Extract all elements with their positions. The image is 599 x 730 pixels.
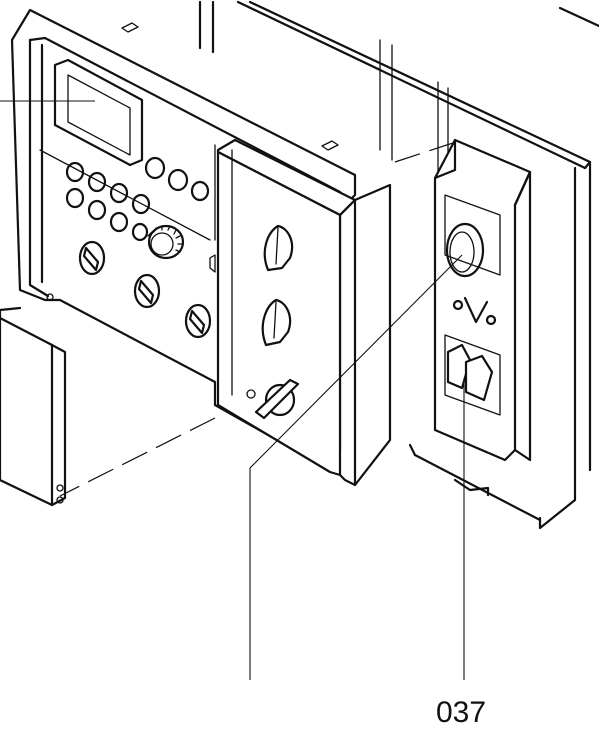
button-4 [131, 193, 151, 215]
rotary-knob-center [133, 273, 161, 309]
rotary-knob-left [78, 240, 106, 276]
pointer-knob-middle [261, 298, 292, 347]
button-2 [87, 171, 107, 193]
ribbed-knob [147, 224, 185, 260]
rotary-knob-right [184, 303, 212, 339]
housing [198, 0, 599, 530]
button-3 [109, 182, 129, 204]
leader-lines [0, 100, 465, 680]
assembly-guides [59, 141, 457, 497]
voltage-symbol-icon [452, 296, 497, 326]
button-8 [65, 187, 85, 209]
part-number-label: 037 [436, 696, 486, 729]
button-6 [167, 168, 189, 192]
button-7 [190, 180, 210, 202]
knob-subpanel [216, 138, 392, 487]
button-5 [144, 156, 166, 180]
side-cover-panel [0, 306, 67, 507]
button-9 [87, 199, 107, 221]
bar-knob-lower [246, 378, 300, 420]
leader-indicator [249, 254, 463, 680]
rocker-switch-right [464, 354, 494, 402]
pointer-knob-upper [263, 224, 294, 272]
button-matrix [65, 156, 216, 339]
button-1 [65, 161, 85, 183]
button-10 [109, 211, 129, 233]
button-11 [131, 222, 149, 242]
round-indicator [445, 222, 485, 278]
switch-module [433, 138, 532, 462]
